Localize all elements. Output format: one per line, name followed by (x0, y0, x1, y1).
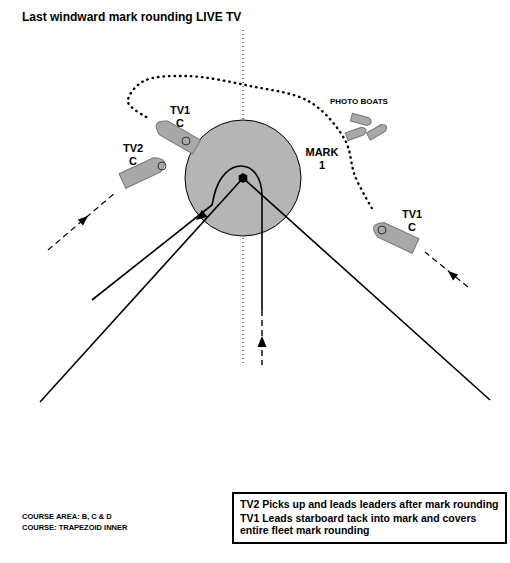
boat-name: TV1 (168, 104, 192, 117)
boat-code: C (168, 117, 192, 130)
note-text: TV2 Picks up and leads leaders after mar… (240, 498, 499, 511)
note-text: TV1 Leads starboard tack into mark and c… (240, 512, 499, 537)
tv2-approach (48, 192, 116, 250)
mark-label: MARK 1 (304, 146, 340, 171)
tv1-arrowhead (445, 268, 458, 281)
track-arrowhead (193, 210, 207, 224)
camera-mark (182, 137, 190, 145)
diagram-title: Last windward mark rounding LIVE TV (22, 10, 241, 24)
boat-shape (112, 142, 177, 187)
course-note: COURSE: TRAPEZOID INNER (22, 524, 127, 533)
boat-code: C (400, 221, 424, 234)
tv-boat: TV2C (112, 142, 177, 187)
boat-labels: TV1C (168, 104, 192, 130)
boat-name: TV2 (120, 142, 146, 155)
boat-name: TV1 (400, 208, 424, 221)
rounding-track (92, 166, 262, 310)
boat-labels: TV1C (400, 208, 424, 234)
camera-mark (158, 162, 166, 170)
boat-labels: TV2C (120, 142, 146, 168)
tv-boat: TV1C (148, 104, 208, 154)
layline-right (243, 178, 490, 400)
boat-track (128, 76, 372, 208)
mark-buoy (239, 173, 248, 183)
photo-boat (345, 126, 367, 141)
photo-boat (350, 113, 372, 126)
layline-left (40, 178, 243, 402)
boat-hull (119, 154, 167, 188)
camera-mark (378, 226, 386, 234)
note-box: TV2 Picks up and leads leaders after mar… (232, 492, 507, 544)
boat-code: C (120, 155, 146, 168)
boat-hull (153, 117, 201, 154)
tv1-approach (425, 252, 468, 287)
course-area-note: COURSE AREA: B, C & D (22, 513, 112, 522)
photo-boat (366, 123, 388, 140)
mark-zone (185, 120, 301, 236)
photo-boats-label: PHOTO BOATS (330, 97, 388, 106)
tv-boat: TV1C (362, 208, 427, 253)
approach-arrowhead (258, 336, 267, 347)
tv2-arrowhead (78, 213, 91, 226)
